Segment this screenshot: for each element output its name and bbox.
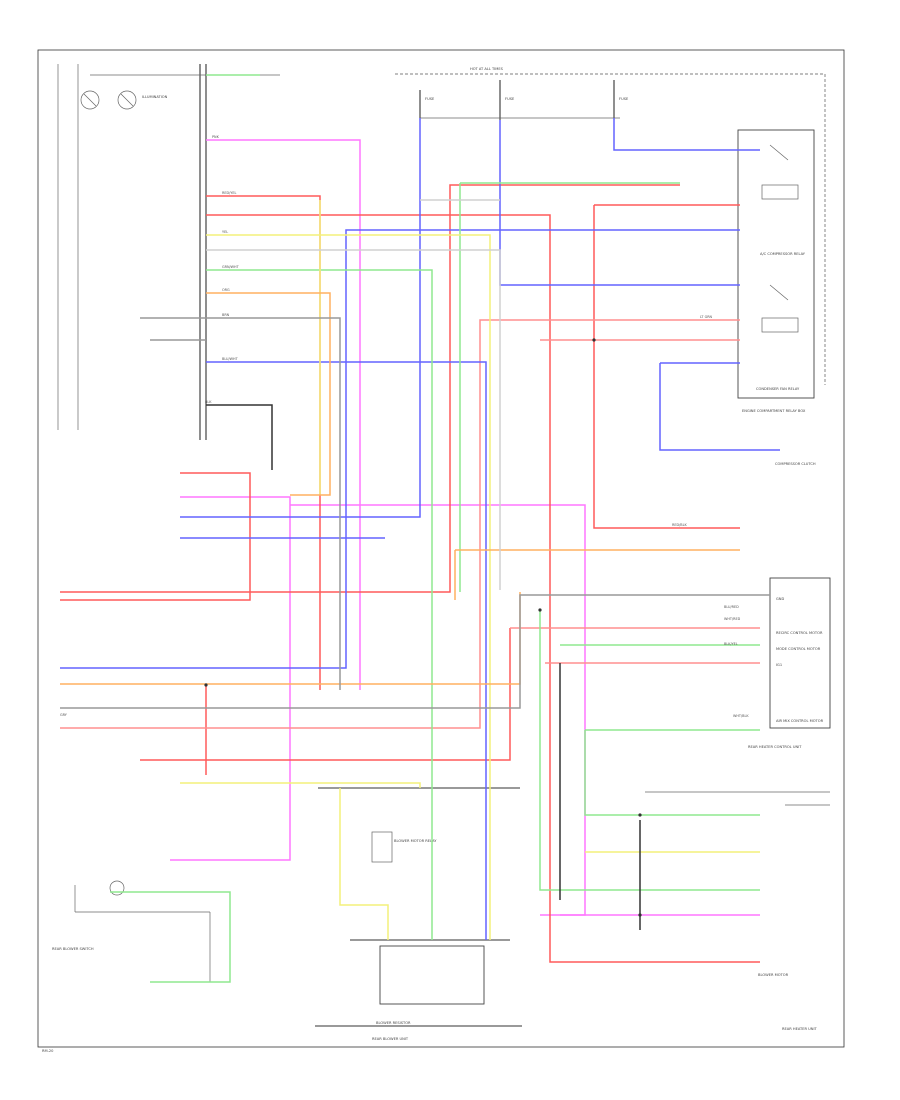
wire-label-blu-wht: BLU/WHT bbox=[222, 357, 239, 361]
fuse-2-label: FUSE bbox=[505, 97, 515, 101]
hot-at-all-times-label: HOT AT ALL TIMES bbox=[470, 67, 504, 71]
condenser-fan-relay-label: CONDENSER FAN RELAY bbox=[756, 387, 800, 391]
rear-blower-unit-label: REAR BLOWER UNIT bbox=[372, 1037, 409, 1041]
illumination-lamps: ILLUMINATION bbox=[80, 90, 168, 110]
wire-label-wht-red: WHT/RED bbox=[724, 617, 741, 621]
rear-heater-unit: BLOWER MOTOR REAR HEATER UNIT bbox=[645, 791, 830, 1031]
wire-label-red-blk: RED/BLK bbox=[672, 523, 687, 527]
wire-label-blk: BLK bbox=[205, 400, 212, 404]
harness-connector-bus bbox=[57, 64, 280, 440]
rhcu-recirc-label: RECIRC CONTROL MOTOR bbox=[776, 631, 823, 635]
rhcu-ig1-label: IG1 bbox=[776, 663, 782, 667]
wire-label-grn-wht: GRN/WHT bbox=[222, 265, 240, 269]
wire-grn bbox=[110, 74, 760, 983]
blower-motor-relay-label: BLOWER MOTOR RELAY bbox=[394, 839, 437, 843]
wire-label-yel: YEL bbox=[222, 230, 228, 234]
wire-org bbox=[60, 292, 740, 685]
diagram-frame bbox=[37, 49, 845, 1048]
rear-blower-motor-label: BLOWER MOTOR bbox=[758, 973, 789, 977]
wire-label-gry: GRY bbox=[60, 713, 68, 717]
engine-relay-box-label: ENGINE COMPARTMENT RELAY BOX bbox=[742, 409, 806, 413]
wire-label-blk-yel: BLK/YEL bbox=[724, 642, 738, 646]
fuse-3-label: FUSE bbox=[619, 97, 629, 101]
wire-label-brn: BRN bbox=[222, 313, 230, 317]
blower-assembly: BLOWER MOTOR RELAY BLOWER RESISTOR REAR … bbox=[315, 787, 522, 1041]
wire-gray-black bbox=[60, 199, 770, 930]
wire-pnk bbox=[170, 139, 760, 916]
wire-label-wht-blk: WHT/BLK bbox=[733, 714, 749, 718]
fuse-block: HOT AT ALL TIMES FUSE FUSE FUSE bbox=[395, 67, 826, 385]
compressor-clutch-label: COMPRESSOR CLUTCH bbox=[775, 462, 816, 466]
illumination-label: ILLUMINATION bbox=[142, 95, 168, 99]
wire-label-red-yel: RED/YEL bbox=[222, 191, 236, 195]
wire-blu bbox=[60, 118, 780, 940]
wire-label-org: ORG bbox=[222, 288, 230, 292]
blower-resistor-label: BLOWER RESISTOR bbox=[376, 1021, 411, 1025]
ac-compressor-relay-label: A/C COMPRESSOR RELAY bbox=[760, 252, 806, 256]
rhcu-airmix-label: AIR MIX CONTROL MOTOR bbox=[776, 719, 824, 723]
wire-label-pnk: PNK bbox=[212, 135, 220, 139]
rhcu-gnd-label: GND bbox=[776, 597, 784, 601]
wire-labels: PNK RED/YEL YEL GRN/WHT ORG BRN BLU/WHT … bbox=[60, 135, 749, 718]
wire-label-lt-grn: LT GRN bbox=[700, 315, 713, 319]
rear-heater-control-unit: GND RECIRC CONTROL MOTOR MODE CONTROL MO… bbox=[748, 577, 831, 749]
fuse-1-label: FUSE bbox=[425, 97, 435, 101]
junction-dots bbox=[204, 338, 642, 917]
wire-red bbox=[60, 184, 760, 963]
footer-code: RM-20 bbox=[42, 1049, 54, 1053]
rear-heater-control-unit-label: REAR HEATER CONTROL UNIT bbox=[748, 745, 802, 749]
rear-heater-unit-label: REAR HEATER UNIT bbox=[782, 1027, 818, 1031]
rear-blower-switch-label: REAR BLOWER SWITCH bbox=[52, 947, 94, 951]
wire-yel bbox=[180, 200, 760, 940]
rear-blower-switch: REAR BLOWER SWITCH bbox=[52, 880, 211, 982]
wire-label-blu-red: BLU/RED bbox=[724, 605, 739, 609]
rhcu-mode-label: MODE CONTROL MOTOR bbox=[776, 647, 821, 651]
relay-box: A/C COMPRESSOR RELAY CONDENSER FAN RELAY… bbox=[737, 129, 816, 466]
